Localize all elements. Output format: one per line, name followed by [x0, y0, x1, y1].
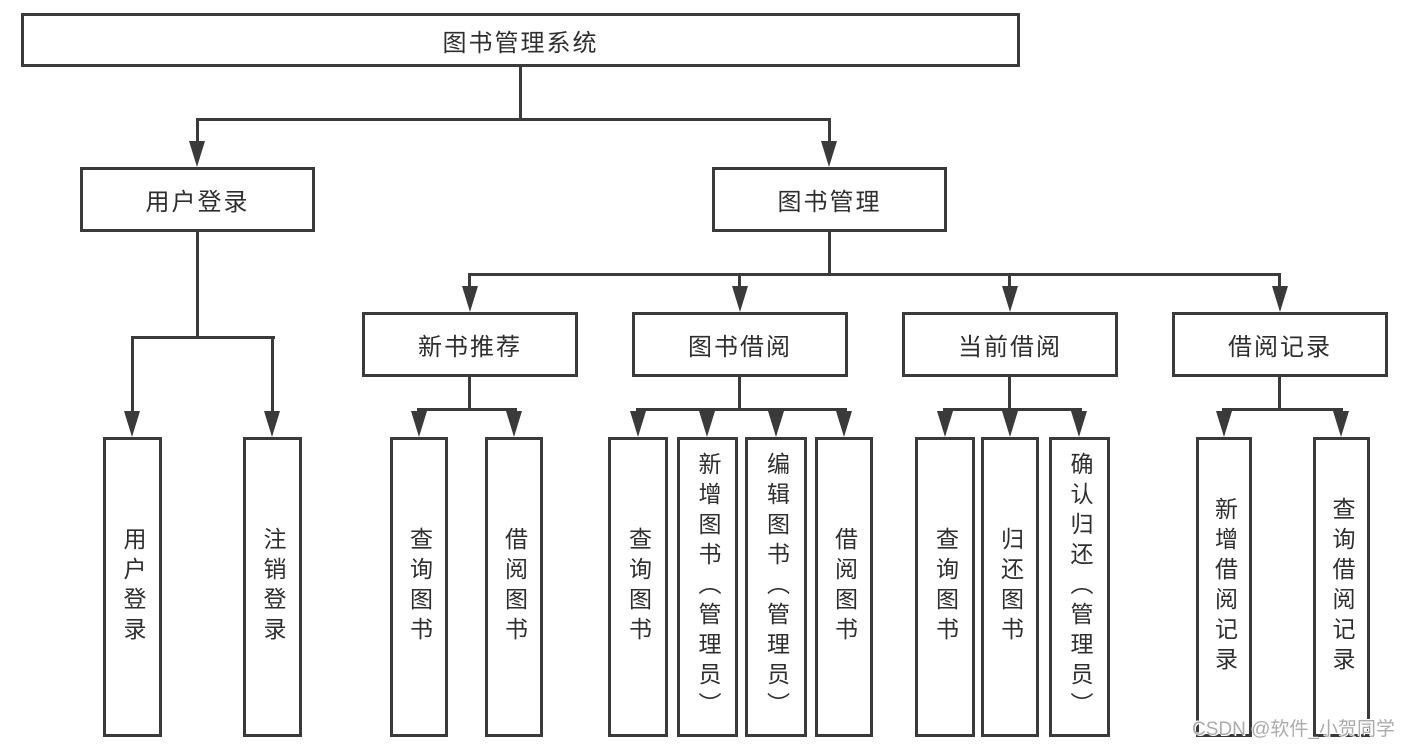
connector-user-login-hline — [131, 336, 275, 339]
connector-root-hline — [196, 118, 831, 121]
leaf-user-login: 用户登录 — [103, 437, 162, 737]
arrowhead-down-icon — [411, 411, 427, 437]
node-borrow-records: 借阅记录 — [1172, 312, 1388, 377]
connector-user-login-vline — [196, 232, 199, 338]
node-root: 图书管理系统 — [21, 13, 1020, 67]
node-new-book-recommend: 新书推荐 — [362, 312, 578, 377]
leaf-newbook-borrow-books: 借阅图书 — [485, 437, 543, 737]
leaf-borrow-add-books-admin-label: 新增图书（管理员） — [695, 452, 721, 722]
node-root-label: 图书管理系统 — [442, 29, 599, 57]
leaf-borrow-query-books-label: 查询图书 — [625, 527, 652, 647]
connector-book-mgmt-drop — [828, 118, 831, 144]
connector-book-borrow-drop — [738, 273, 741, 289]
leaf-current-return-books: 归还图书 — [981, 437, 1039, 737]
leaf-current-confirm-return-admin-label: 确认归还（管理员） — [1067, 452, 1093, 722]
leaf-logout: 注销登录 — [243, 437, 302, 737]
arrowhead-down-icon — [768, 411, 784, 437]
leaf-borrow-query-books: 查询图书 — [608, 437, 668, 737]
leaf-borrow-add-books-admin: 新增图书（管理员） — [677, 437, 738, 737]
node-book-management: 图书管理 — [712, 167, 947, 232]
arrowhead-down-icon — [836, 411, 852, 437]
leaf-borrow-edit-books-admin-label: 编辑图书（管理员） — [763, 452, 790, 722]
connector-book-borrow-hline — [636, 408, 847, 411]
connector-book-borrow-vline — [738, 377, 741, 410]
leaf-records-add-record: 新增借阅记录 — [1196, 437, 1252, 737]
connector-root-vline — [519, 65, 522, 120]
arrowhead-down-icon — [937, 411, 953, 437]
arrowhead-down-icon — [264, 411, 280, 437]
connector-new-book-vline — [468, 377, 471, 410]
leaf-records-query-record: 查询借阅记录 — [1313, 437, 1370, 737]
connector-book-mgmt-hline — [468, 273, 1281, 276]
connector-borrow-records-drop — [1278, 273, 1281, 289]
leaf-current-query-books-label: 查询图书 — [932, 527, 959, 647]
connector-current-borrow-hline — [943, 408, 1082, 411]
leaf-records-query-record-label: 查询借阅记录 — [1329, 497, 1355, 677]
leaf-borrow-borrow-books: 借阅图书 — [815, 437, 873, 737]
leaf-newbook-query-books-label: 查询图书 — [406, 527, 433, 647]
arrowhead-down-icon — [462, 286, 478, 312]
arrowhead-down-icon — [1272, 286, 1288, 312]
node-book-borrow: 图书借阅 — [632, 312, 848, 377]
leaf-current-return-books-label: 归还图书 — [997, 527, 1024, 647]
connector-current-borrow-vline — [1008, 377, 1011, 410]
node-user-login-label: 用户登录 — [145, 189, 250, 216]
node-book-borrow-label: 图书借阅 — [688, 334, 792, 361]
node-user-login: 用户登录 — [80, 167, 315, 232]
leaf-logout-label: 注销登录 — [260, 527, 286, 647]
leaf-borrow-borrow-books-label: 借阅图书 — [831, 527, 858, 647]
connector-borrow-records-hline — [1222, 408, 1343, 411]
node-borrow-records-label: 借阅记录 — [1228, 334, 1332, 361]
node-new-book-recommend-label: 新书推荐 — [418, 334, 522, 361]
leaf-current-confirm-return-admin: 确认归还（管理员） — [1049, 437, 1110, 737]
connector-current-borrow-drop — [1008, 273, 1011, 289]
leaf-newbook-borrow-books-label: 借阅图书 — [501, 527, 528, 647]
connector-new-book-hline — [417, 408, 517, 411]
arrowhead-down-icon — [630, 411, 646, 437]
leaf-newbook-query-books: 查询图书 — [390, 437, 448, 737]
arrowhead-down-icon — [732, 286, 748, 312]
arrowhead-down-icon — [1333, 411, 1349, 437]
arrowhead-down-icon — [1071, 411, 1087, 437]
arrowhead-down-icon — [699, 411, 715, 437]
leaf-records-add-record-label: 新增借阅记录 — [1211, 497, 1238, 677]
arrowhead-down-icon — [189, 141, 205, 167]
connector-leaf-logout-drop — [271, 336, 274, 413]
csdn-watermark: CSDN @软件_小贺同学 — [1192, 719, 1395, 740]
leaf-user-login-label: 用户登录 — [120, 527, 146, 647]
arrowhead-down-icon — [1002, 286, 1018, 312]
connector-borrow-records-vline — [1278, 377, 1281, 410]
node-current-borrow: 当前借阅 — [902, 312, 1118, 377]
arrowhead-down-icon — [821, 141, 837, 167]
arrowhead-down-icon — [506, 411, 522, 437]
arrowhead-down-icon — [124, 411, 140, 437]
leaf-borrow-edit-books-admin: 编辑图书（管理员） — [745, 437, 807, 737]
connector-leaf-login-drop — [131, 336, 134, 413]
connector-new-book-drop — [468, 273, 471, 289]
node-current-borrow-label: 当前借阅 — [958, 334, 1062, 361]
arrowhead-down-icon — [1002, 411, 1018, 437]
connector-user-login-drop — [196, 118, 199, 144]
arrowhead-down-icon — [1216, 411, 1232, 437]
leaf-current-query-books: 查询图书 — [915, 437, 975, 737]
node-book-management-label: 图书管理 — [777, 189, 882, 216]
connector-book-mgmt-vline — [828, 232, 831, 275]
